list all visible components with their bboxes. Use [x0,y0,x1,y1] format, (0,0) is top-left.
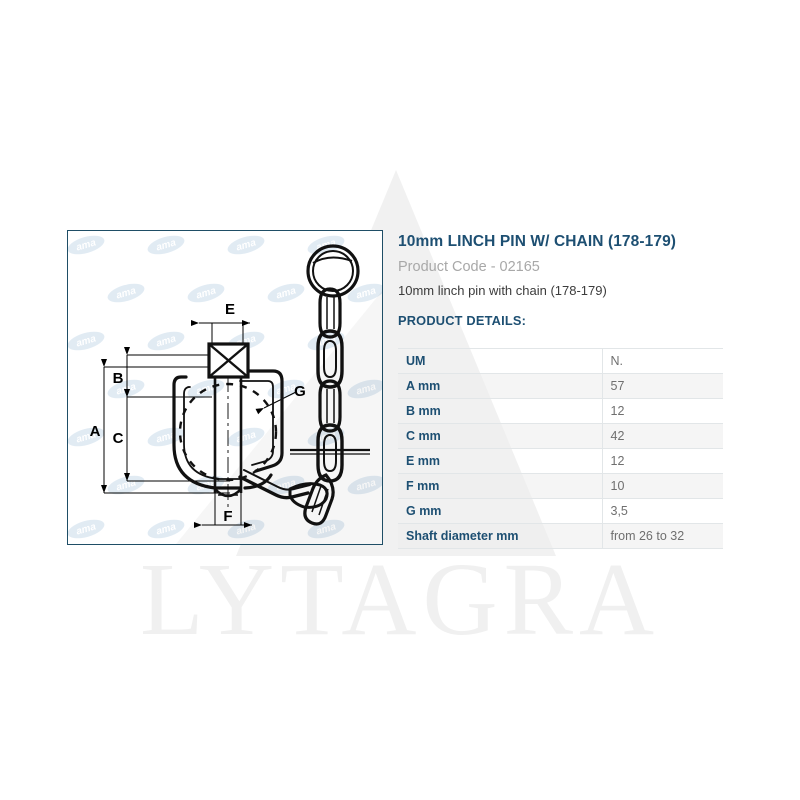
spec-value: 12 [602,448,723,474]
table-row: A mm 57 [398,373,723,399]
product-code: Product Code - 02165 [398,258,540,275]
spec-key: F mm [398,473,603,499]
spec-value: 12 [602,398,723,424]
product-details-heading: PRODUCT DETAILS: [398,313,527,329]
table-row: UM N. [398,348,723,374]
table-row: B mm 12 [398,398,723,424]
linch-pin-drawing [172,342,329,509]
spec-value: 3,5 [602,498,723,524]
spec-key: UM [398,348,603,374]
product-description: 10mm linch pin with chain (178-179) [398,283,607,299]
table-row: Shaft diameter mm from 26 to 32 [398,523,723,549]
spec-key: C mm [398,423,603,449]
spec-value: from 26 to 32 [602,523,723,549]
dimension-label-b: B [113,370,124,387]
product-specs-table: UM N. A mm 57 B mm 12 C mm 42 E mm 12 F … [398,348,723,549]
spec-key: A mm [398,373,603,399]
product-image-panel[interactable]: ama [67,230,383,545]
spec-key: G mm [398,498,603,524]
table-row: F mm 10 [398,473,723,499]
dimension-label-e: E [225,301,235,318]
product-info-column: 10mm LINCH PIN W/ CHAIN (178-179) Produc… [398,232,728,328]
spec-value: 42 [602,423,723,449]
spec-key: E mm [398,448,603,474]
spec-key: Shaft diameter mm [398,523,603,549]
dimension-label-g: G [294,383,306,400]
spec-value: N. [602,348,723,374]
page-title: 10mm LINCH PIN W/ CHAIN (178-179) [398,233,677,250]
chain-and-ring-drawing [290,244,370,526]
spec-value: 10 [602,473,723,499]
dimension-labels: A B C E F G [90,301,306,525]
table-row: E mm 12 [398,448,723,474]
dimension-label-a: A [90,423,101,440]
dimension-label-f: F [223,508,232,525]
brand-watermark: LYTAGRA [139,542,661,657]
table-row: G mm 3,5 [398,498,723,524]
spec-table-body: UM N. A mm 57 B mm 12 C mm 42 E mm 12 F … [398,348,723,549]
spec-value: 57 [602,373,723,399]
spec-key: B mm [398,398,603,424]
dimension-label-c: C [113,430,124,447]
table-row: C mm 42 [398,423,723,449]
